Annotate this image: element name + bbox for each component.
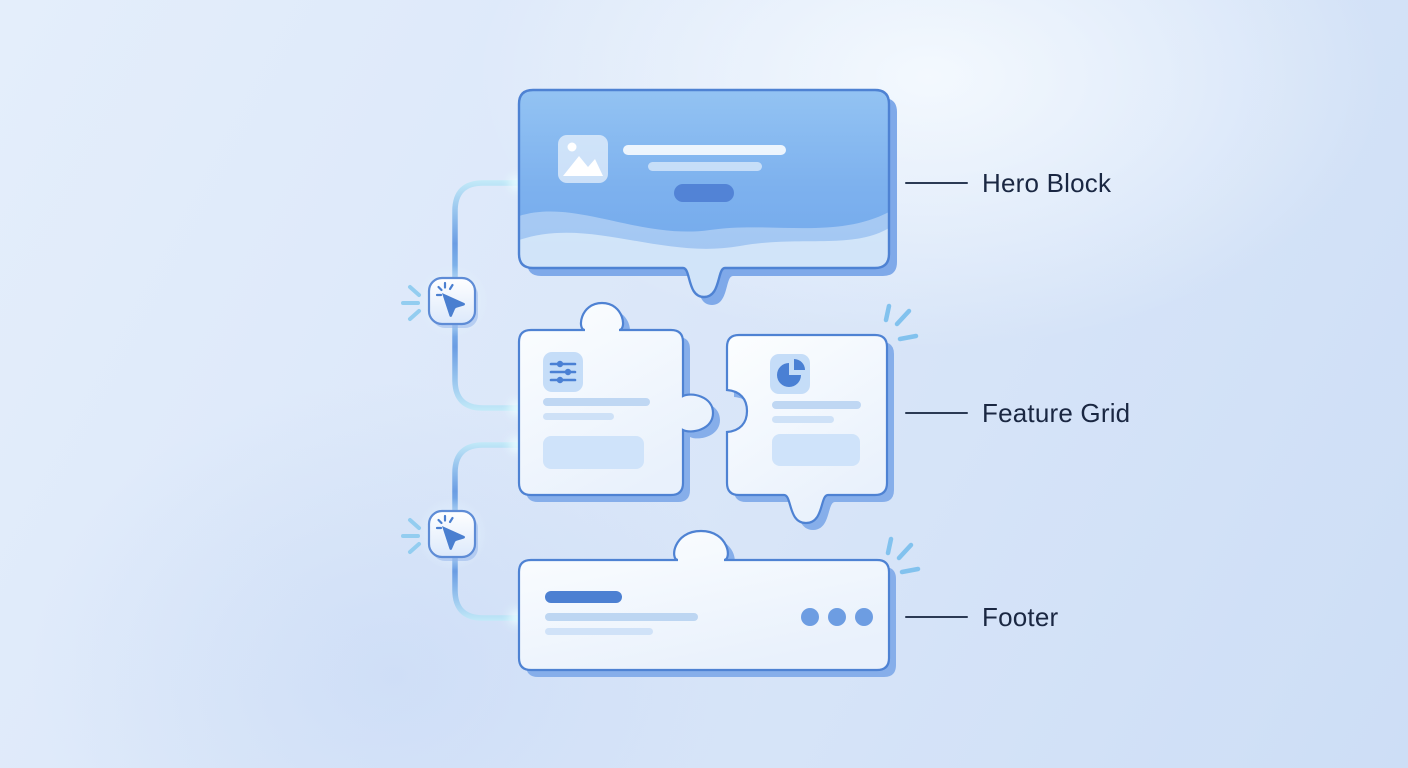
hero-content <box>558 135 786 202</box>
hero-subheadline-bar <box>648 162 762 171</box>
feature-placeholder-button <box>772 434 860 466</box>
feature-grid-piece-right <box>725 303 919 530</box>
ellipsis-dots-icon <box>801 608 873 626</box>
hero-headline-bar <box>623 145 786 155</box>
sparkle-burst-icon <box>883 303 919 342</box>
label-leader-lines <box>905 182 968 618</box>
footer-text-bar-light <box>545 628 653 635</box>
feature-left-content <box>543 352 650 469</box>
label-feature-grid: Feature Grid <box>982 398 1131 428</box>
hero-cta-button <box>674 184 734 202</box>
cursor-click-button-1[interactable] <box>401 265 488 337</box>
footer-piece <box>517 529 921 677</box>
click-rays-icon <box>401 285 421 321</box>
feature-text-bar <box>772 401 861 409</box>
feature-text-bar-light <box>543 413 614 420</box>
hero-block-piece <box>517 88 897 305</box>
feature-grid-piece-left <box>517 301 720 502</box>
click-rays-icon <box>401 518 421 554</box>
sliders-icon-knobs <box>556 360 572 384</box>
piece-body <box>725 333 889 525</box>
feature-text-bar-light <box>772 416 834 423</box>
image-placeholder-sun <box>567 142 577 152</box>
feature-text-bar <box>543 398 650 406</box>
piece-body <box>517 529 891 672</box>
icon-tile <box>770 354 810 394</box>
sparkle-burst-icon <box>885 536 921 575</box>
label-footer: Footer <box>982 602 1059 632</box>
footer-brand-bar <box>545 591 622 603</box>
footer-content <box>545 591 873 635</box>
cursor-click-icon <box>435 281 465 317</box>
pie-chart-icon <box>777 359 805 387</box>
feature-placeholder-button <box>543 436 644 469</box>
label-hero-block: Hero Block <box>982 168 1112 198</box>
footer-text-bar <box>545 613 698 621</box>
piece-outline <box>517 88 891 299</box>
feature-right-content <box>770 354 861 466</box>
cursor-click-button-2[interactable] <box>401 498 488 570</box>
image-placeholder-mountains <box>563 156 603 176</box>
cursor-click-icon <box>435 514 465 550</box>
